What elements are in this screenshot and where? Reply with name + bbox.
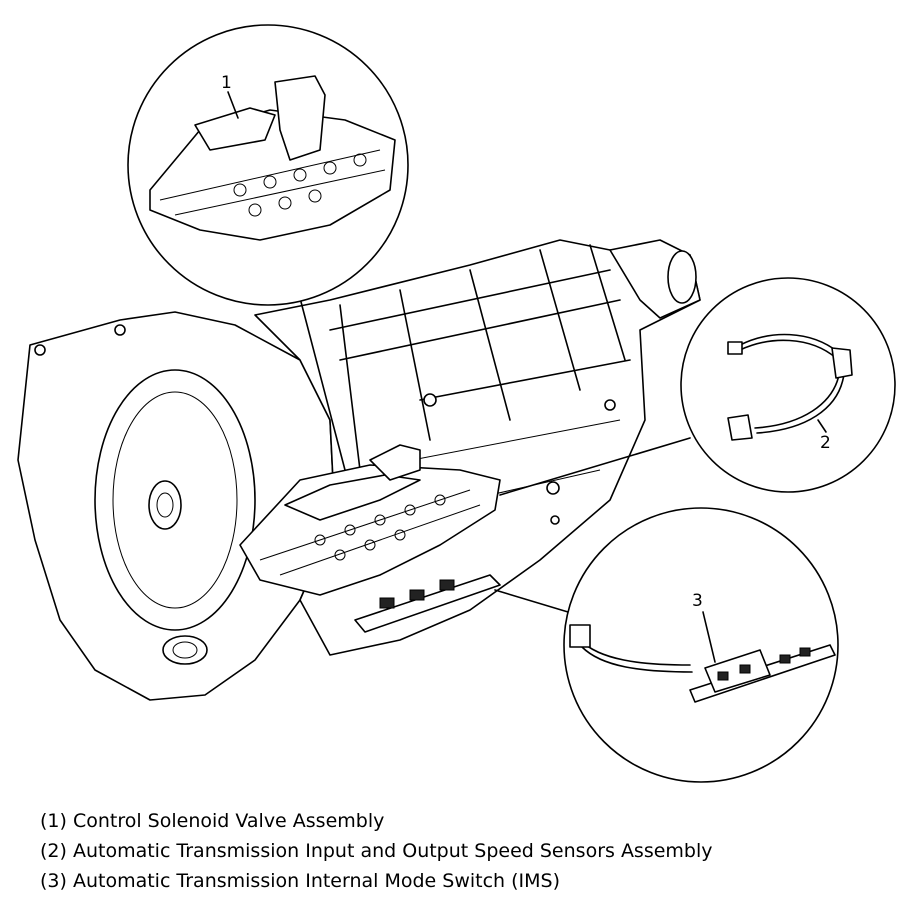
transmission-diagram: 1 2 3 [17, 24, 896, 783]
callout-3: 3 [692, 591, 703, 611]
legend-item-mode-switch: (3) Automatic Transmission Internal Mode… [40, 870, 561, 892]
callout-2: 2 [820, 433, 831, 453]
callout-1: 1 [221, 73, 232, 93]
legend-item-control-solenoid: (1) Control Solenoid Valve Assembly [40, 810, 385, 832]
detail-circle-3: 3 [563, 507, 839, 783]
legend: (1) Control Solenoid Valve Assembly (2) … [40, 806, 713, 896]
leader-lines [299, 297, 691, 613]
installed-valve-body [239, 444, 501, 633]
legend-item-speed-sensors: (2) Automatic Transmission Input and Out… [40, 840, 713, 862]
detail-circle-1: 1 [127, 24, 409, 306]
detail-circle-2: 2 [680, 277, 896, 493]
